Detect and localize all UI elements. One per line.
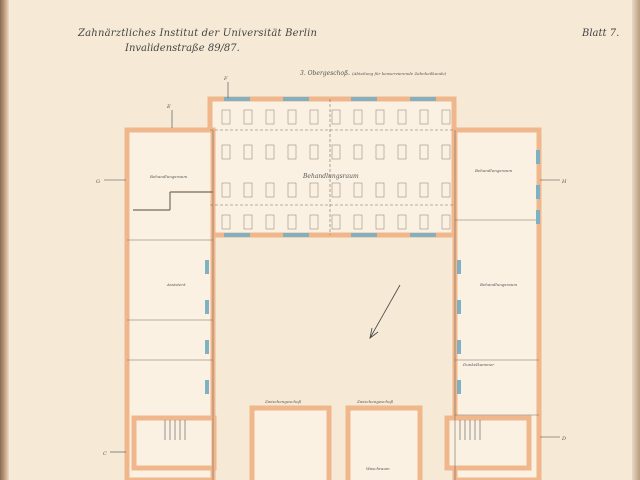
furniture-tables — [221, 109, 451, 230]
treatment-chair — [221, 182, 231, 198]
treatment-chair — [287, 144, 297, 160]
plan-subtitle: Invalidenstraße 89/87. — [125, 43, 240, 54]
treatment-chair — [353, 214, 363, 230]
floor-note: (Abteilung für konservierende Zahnheilku… — [351, 71, 447, 76]
treatment-chair — [397, 144, 407, 160]
treatment-chair — [243, 109, 253, 125]
treatment-chair — [441, 144, 451, 160]
treatment-chair — [309, 144, 319, 160]
treatment-chair — [353, 109, 363, 125]
treatment-chair — [419, 144, 429, 160]
mezzanine-left-block — [249, 405, 332, 480]
treatment-chair — [331, 182, 341, 198]
treatment-chair — [309, 109, 319, 125]
room-main-treatment: Behandlungsraum — [302, 173, 359, 180]
treatment-chair — [419, 182, 429, 198]
sheet-number: Blatt 7. — [582, 28, 620, 39]
treatment-chair — [331, 109, 341, 125]
treatment-chair — [353, 144, 363, 160]
treatment-chair — [441, 214, 451, 230]
left-stair-block — [131, 415, 217, 471]
north-arrow — [369, 284, 401, 339]
windows — [205, 97, 540, 394]
treatment-chair — [265, 182, 275, 198]
section-mark-f: F — [223, 76, 228, 82]
room-mezzanine-left: Zwischengeschoß — [264, 399, 302, 404]
treatment-chair — [309, 182, 319, 198]
treatment-chair — [265, 144, 275, 160]
page-edge — [632, 0, 640, 480]
book-binding — [0, 0, 9, 480]
treatment-chair — [375, 214, 385, 230]
room-right-lower-treatment: Behandlungsraum — [479, 282, 517, 287]
treatment-chair — [397, 214, 407, 230]
treatment-chair — [419, 214, 429, 230]
treatment-chair — [243, 182, 253, 198]
treatment-chair — [441, 109, 451, 125]
plan-title: Zahnärztliches Institut der Universität … — [78, 28, 318, 39]
treatment-chair — [265, 109, 275, 125]
treatment-chair — [243, 214, 253, 230]
section-mark-d: D — [561, 436, 566, 442]
section-mark-g: G — [96, 179, 100, 185]
floor-name: 3. Obergeschoß. — [300, 70, 351, 77]
walls — [124, 96, 542, 480]
section-lines — [104, 82, 560, 453]
treatment-chair — [265, 214, 275, 230]
room-left-treatment: Behandlungsraum — [149, 174, 187, 179]
treatment-chair — [375, 144, 385, 160]
treatment-chair — [221, 109, 231, 125]
treatment-chair — [353, 182, 363, 198]
treatment-chair — [375, 182, 385, 198]
treatment-chair — [375, 109, 385, 125]
room-assistant: Assistent — [166, 282, 186, 287]
right-stair-block — [444, 415, 532, 471]
section-mark-e: E — [166, 104, 171, 110]
room-darkroom: Dunkelkammer — [462, 362, 495, 367]
treatment-chair — [287, 109, 297, 125]
room-washroom: Waschraum — [366, 466, 390, 471]
treatment-chair — [331, 214, 341, 230]
treatment-chair — [309, 214, 319, 230]
floor-title: 3. Obergeschoß. (Abteilung für konservie… — [300, 70, 446, 77]
treatment-chair — [221, 144, 231, 160]
treatment-chair — [419, 109, 429, 125]
room-mezzanine-right: Zwischengeschoß — [356, 399, 394, 404]
stairs — [164, 420, 481, 440]
treatment-chair — [243, 144, 253, 160]
treatment-chair — [397, 109, 407, 125]
interior-lines — [127, 99, 539, 480]
treatment-chair — [287, 214, 297, 230]
treatment-chair — [331, 144, 341, 160]
mezzanine-right-block — [345, 405, 423, 480]
section-mark-c: C — [103, 451, 107, 457]
section-mark-h: H — [561, 179, 567, 185]
treatment-chair — [287, 182, 297, 198]
treatment-chair — [221, 214, 231, 230]
treatment-chair — [397, 182, 407, 198]
room-right-treatment: Behandlungsraum — [474, 168, 512, 173]
treatment-chair — [441, 182, 451, 198]
